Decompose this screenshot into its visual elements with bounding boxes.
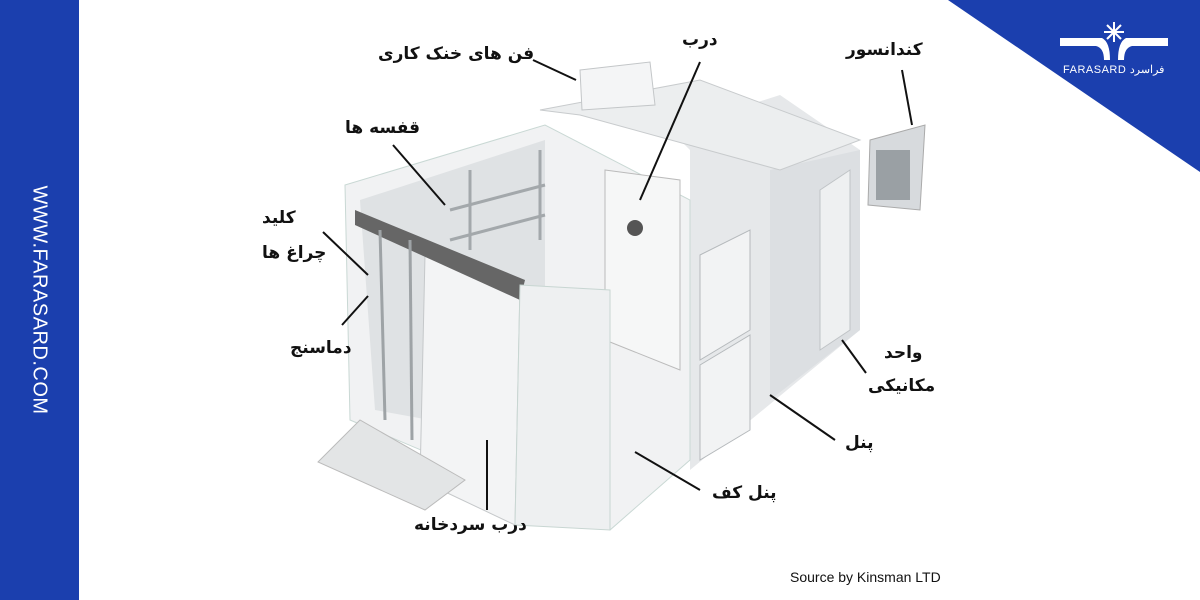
label-panel: پنل	[845, 433, 874, 453]
label-lights: چراغ ها	[262, 243, 327, 263]
farasard-logo	[1060, 22, 1168, 60]
label-door: درب	[682, 30, 718, 50]
label-cooling-fans: فن های خنک کاری	[378, 44, 535, 64]
cooling-fan-unit	[579, 61, 656, 111]
source-credit: Source by Kinsman LTD	[790, 569, 941, 585]
label-cold-room-door: درب سردخانه	[414, 515, 527, 535]
label-mechanical-unit-2: مکانیکی	[868, 376, 936, 396]
label-shelves: قفسه ها	[345, 118, 421, 138]
logo-text: FARASARD فراسرد	[1063, 64, 1165, 76]
door-illustration	[604, 169, 681, 371]
label-floor-panel: پنل کف	[712, 483, 777, 503]
label-mechanical-unit-1: واحد	[884, 343, 923, 363]
label-condenser: کندانسور	[846, 40, 923, 60]
label-switch: کلید	[262, 208, 296, 228]
label-thermometer: دماسنج	[290, 338, 352, 358]
left-brand-strip: WWW.FARASARD.COM	[0, 0, 79, 600]
